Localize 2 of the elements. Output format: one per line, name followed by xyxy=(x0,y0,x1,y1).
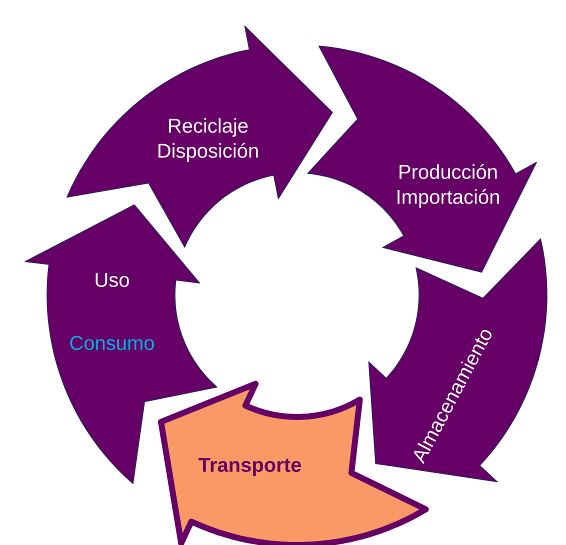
arrow-segment: Producción Importación xyxy=(307,46,537,273)
arrow-segment: Reciclaje Disposición xyxy=(66,26,333,248)
